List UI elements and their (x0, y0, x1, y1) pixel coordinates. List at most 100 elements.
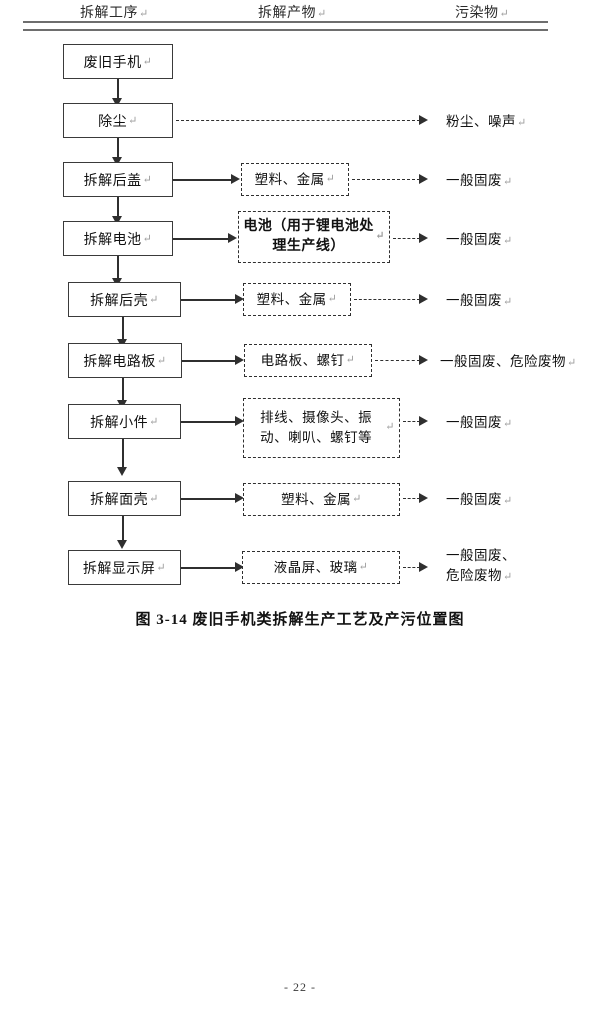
connector-arrowhead (117, 467, 127, 476)
product-box-battery-line: 电池（用于锂电池处理生产线）↵ (238, 211, 390, 263)
process-box-label: 废旧手机 (83, 55, 142, 71)
pilcrow-mark: ↵ (128, 115, 138, 127)
connector-line (122, 516, 124, 542)
connector-arrowhead (419, 416, 428, 426)
product-text: 塑料、金属 (256, 291, 327, 307)
connector-arrowhead (231, 174, 240, 184)
pilcrow-mark: ↵ (503, 176, 513, 188)
header-rule-top (23, 21, 548, 23)
pilcrow-mark: ↵ (142, 233, 153, 245)
process-flow-diagram: 废旧手机↵ 除尘↵ 粉尘、噪声↵ 拆解后盖↵ 塑料、金属↵ 一般固废↵ (63, 44, 576, 587)
pilcrow-mark: ↵ (325, 172, 336, 185)
process-box-display-screen: 拆解显示屏↵ (68, 550, 181, 585)
pollutant-label-general-solid-waste: 一般固废↵ (446, 230, 513, 250)
pollutant-dashed-connector (403, 498, 420, 499)
pilcrow-mark: ↵ (503, 495, 513, 507)
product-box-circuit-board-screws: 电路板、螺钉↵ (244, 344, 372, 377)
pollutant-text-line2: 危险废物 (446, 568, 502, 584)
connector-arrowhead (112, 216, 122, 225)
page-number: - 22 - (284, 980, 316, 994)
pilcrow-mark: ↵ (375, 230, 385, 243)
connector-arrowhead (419, 233, 428, 243)
column-header-product: 拆解产物↵ (258, 2, 327, 22)
pollutant-text: 一般固废 (446, 415, 502, 430)
product-text: 塑料、金属 (254, 171, 325, 187)
column-header-process-label: 拆解工序 (80, 6, 138, 21)
process-box-label: 拆解小件 (90, 415, 149, 431)
product-connector (173, 179, 232, 181)
process-box-label: 拆解显示屏 (82, 561, 156, 577)
pollutant-text: 一般固废 (446, 232, 502, 247)
pollutant-text-line1: 一般固废、 (446, 548, 516, 563)
pilcrow-mark: ↵ (352, 492, 362, 505)
pollutant-label-general-solid-waste: 一般固废↵ (446, 291, 513, 311)
pollutant-label-general-solid-waste: 一般固废↵ (446, 171, 513, 191)
connector-arrowhead (112, 98, 122, 107)
connector-line (117, 197, 119, 218)
process-box-label: 拆解后盖 (83, 173, 142, 189)
pilcrow-mark: ↵ (503, 235, 513, 247)
pollutant-label-general-solid-waste: 一般固废↵ (446, 490, 513, 510)
product-box-plastic-metal: 塑料、金属↵ (243, 283, 351, 316)
pilcrow-mark: ↵ (503, 571, 513, 584)
pollutant-text: 一般固废 (446, 293, 502, 308)
pilcrow-mark: ↵ (156, 355, 167, 367)
pollutant-text: 粉尘、噪声 (446, 114, 516, 129)
pilcrow-mark: ↵ (139, 8, 149, 20)
pollutant-dashed-connector (352, 179, 420, 180)
product-connector (181, 567, 236, 569)
pilcrow-mark: ↵ (358, 560, 369, 573)
connector-line (117, 256, 119, 280)
connector-arrowhead (112, 157, 122, 166)
process-box-small-parts: 拆解小件↵ (68, 404, 181, 439)
pilcrow-mark: ↵ (327, 292, 338, 305)
process-box-label: 拆解面壳 (90, 492, 149, 508)
product-connector (173, 238, 229, 240)
pollutant-dashed-connector (375, 360, 420, 361)
pilcrow-mark: ↵ (317, 8, 327, 20)
connector-arrowhead (235, 493, 244, 503)
connector-arrowhead (419, 294, 428, 304)
process-box-back-shell: 拆解后壳↵ (68, 282, 181, 317)
connector-arrowhead (419, 493, 428, 503)
connector-line (122, 439, 124, 469)
column-header-pollutant-label: 污染物 (455, 6, 499, 21)
column-header-product-label: 拆解产物 (258, 6, 316, 21)
column-header-process: 拆解工序↵ (80, 2, 149, 22)
process-box-dust-removal: 除尘↵ (63, 103, 173, 138)
product-connector (181, 498, 236, 500)
process-box-label: 除尘 (98, 114, 128, 130)
connector-arrowhead (419, 174, 428, 184)
pilcrow-mark: ↵ (345, 353, 356, 366)
pollutant-dashed-connector (176, 120, 420, 121)
pilcrow-mark: ↵ (142, 174, 153, 186)
connector-line (117, 138, 119, 159)
process-box-label: 拆解电池 (83, 232, 142, 248)
process-box-back-cover: 拆解后盖↵ (63, 162, 173, 197)
connector-line (117, 79, 119, 100)
process-box-battery: 拆解电池↵ (63, 221, 173, 256)
connector-arrowhead (419, 355, 428, 365)
product-text: 电路板、螺钉 (260, 352, 345, 368)
pilcrow-mark: ↵ (149, 294, 159, 306)
pollutant-label-solid-hazardous-multiline: 一般固废、 危险废物↵ (446, 546, 516, 587)
pilcrow-mark: ↵ (517, 117, 527, 129)
process-box-label: 拆解电路板 (83, 354, 156, 370)
pilcrow-mark: ↵ (142, 56, 153, 68)
product-text: 电池（用于锂电池处理生产线） (243, 218, 374, 254)
product-connector (181, 299, 236, 301)
process-box-front-shell: 拆解面壳↵ (68, 481, 181, 516)
product-box-small-parts: 排线、摄像头、振动、喇叭、螺钉等↵ (243, 398, 400, 458)
process-box-circuit-board: 拆解电路板↵ (68, 343, 182, 378)
pollutant-label-dust-noise: 粉尘、噪声↵ (446, 112, 527, 132)
connector-arrowhead (419, 562, 428, 572)
connector-arrowhead (235, 294, 244, 304)
product-connector (181, 421, 236, 423)
pilcrow-mark: ↵ (499, 8, 510, 20)
pilcrow-mark: ↵ (149, 493, 159, 505)
connector-line (122, 378, 124, 402)
product-connector (182, 360, 236, 362)
process-box-waste-phone: 废旧手机↵ (63, 44, 173, 79)
pollutant-label-general-solid-waste: 一般固废↵ (446, 413, 513, 433)
